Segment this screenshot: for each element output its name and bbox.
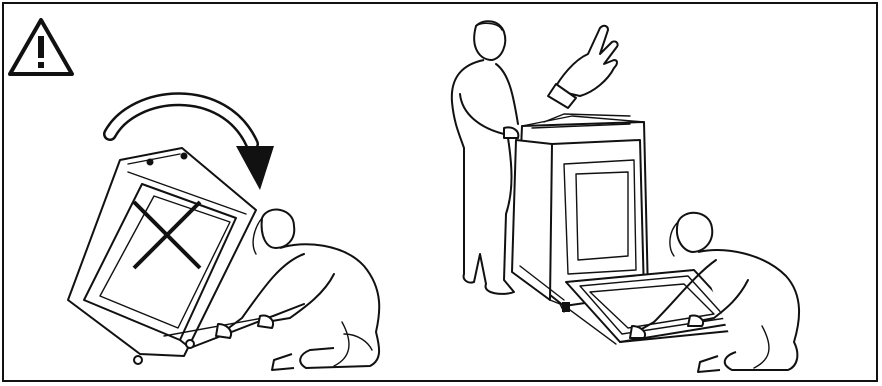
instruction-figure <box>4 4 880 384</box>
scene-incorrect <box>68 99 379 370</box>
instruction-figure-frame <box>2 2 878 382</box>
hand-pointing-icon <box>548 26 618 108</box>
person-standing <box>452 21 519 294</box>
warning-triangle-icon <box>10 20 72 74</box>
scene-correct <box>452 21 799 372</box>
